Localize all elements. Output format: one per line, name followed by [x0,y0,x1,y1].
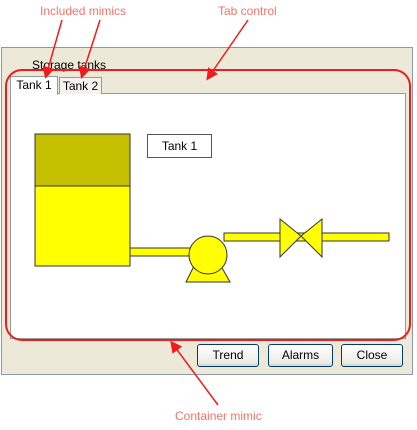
trend-button[interactable]: Trend [197,344,259,367]
tab-tank-2[interactable]: Tank 2 [59,77,102,94]
annotation-tab-control: Tab control [218,4,277,18]
storage-tanks-window: Storage tanks Tank 1 Tank 2 Tank [1,47,413,375]
annotation-container-mimic: Container mimic [175,409,262,423]
tank-icon [34,133,131,267]
pump-icon [185,235,231,283]
alarms-button[interactable]: Alarms [268,344,333,367]
annotation-included-mimics: Included mimics [40,4,127,18]
close-button[interactable]: Close [341,344,403,367]
process-mimic [34,133,390,283]
tab-panel: Tank 1 [10,93,406,339]
tank-name-label: Tank 1 [147,134,212,158]
window-title: Storage tanks [32,58,107,72]
tab-tank-1[interactable]: Tank 1 [10,76,58,95]
pipe-tank-to-pump [128,247,200,257]
